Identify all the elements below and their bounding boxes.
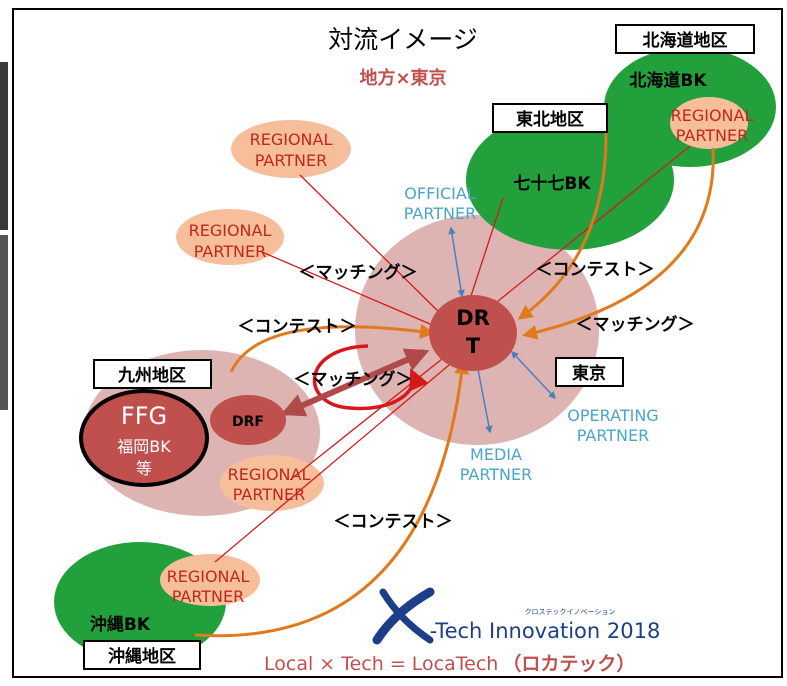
footer-locatech: Local × Tech = LocaTech（ロカテック） [264,652,635,675]
regional-blob-okinawa [160,554,260,606]
region-label-tohoku: 東北地区 [516,109,584,130]
contest-arrow-hokkaido [522,147,715,340]
x-tech-logo [372,587,435,645]
bank-okinawa: 沖縄BK [90,614,151,635]
regional-partner-1-line2: PARTNER [255,151,328,170]
regional-partner-hokkaido-line2: PARTNER [676,126,749,145]
logo-x-stroke-2 [379,588,434,644]
operating-partner-line1: OPERATING [567,406,658,425]
regional-blob-kyushu [220,455,324,511]
logo-name: -Tech Innovation 2018 [430,619,661,643]
regional-blob-hokkaido [670,97,748,149]
region-box-kyushu [93,359,212,389]
cropped-photo-top [0,62,8,230]
tohoku-green-ellipse [466,110,674,250]
drf-label: DRF [232,414,264,430]
bank-hokkaido: 北海道BK [629,70,707,91]
arrow-media-partner [474,362,493,434]
contest-arrow-tohoku [517,109,608,320]
regional-blob-1 [231,120,351,178]
regional-partner-2-line2: PARTNER [194,242,267,261]
regional-partner-kyushu-line1: REGIONAL [228,465,311,484]
region-box-tokyo [555,357,624,387]
line-tohoku-to-drt [467,197,504,304]
bank-tohoku: 七十七BK [513,173,591,194]
arrow-official-partner [448,226,465,298]
drf-circle [210,395,286,445]
media-partner-line2: PARTNER [460,465,533,484]
official-partner-line2: PARTNER [404,204,477,223]
region-label-tokyo: 東京 [572,363,606,384]
operating-partner-line2: PARTNER [577,426,650,445]
contest-arrow-okinawa [194,359,470,638]
region-box-okinawa [83,640,201,670]
matching-label-east: ＜マッチング＞ [576,314,695,335]
regional-partner-okinawa-line1: REGIONAL [167,567,250,586]
regional-blob-2 [176,209,284,265]
regional-partner-1-line1: REGIONAL [250,130,333,149]
cropped-photo-bottom [0,235,8,410]
drt-label-line1: DR [456,306,490,330]
region-label-okinawa: 沖縄地区 [108,646,176,667]
ffg-etc: 等 [136,459,152,478]
diagram-title: 対流イメージ [328,25,478,54]
region-label-hokkaido: 北海道地区 [643,30,728,51]
logo-katakana: クロステックイノベーション [525,608,616,616]
contest-label-east: ＜コンテスト＞ [536,260,655,280]
region-box-tohoku [492,103,608,133]
region-label-kyushu: 九州地区 [117,365,186,386]
contest-arrow-kyushu [229,323,435,373]
region-box-hokkaido [615,24,755,54]
contest-label-west: ＜コンテスト＞ [238,317,357,337]
official-partner-line1: OFFICIAL [404,184,476,203]
media-partner-line1: MEDIA [470,445,522,464]
regional-partner-hokkaido-line1: REGIONAL [671,106,754,125]
arrow-operating-partner [510,350,557,400]
drt-hub-circle [429,295,517,371]
regional-partner-okinawa-line2: PARTNER [172,587,245,606]
diagram-subtitle: 地方×東京 [359,67,446,89]
ffg-bank: 福岡BK [117,437,171,456]
matching-label-kyushu: ＜マッチング＞ [294,369,413,390]
ffg-name: FFG [121,402,167,430]
ffg-circle [79,389,209,487]
line-regional1-to-drt [299,174,447,320]
drt-label-line2: T [466,334,481,358]
line-regional2-to-drt [261,251,439,329]
contest-label-south: ＜コンテスト＞ [334,512,453,532]
regional-partner-2-line1: REGIONAL [189,221,272,240]
regional-partner-kyushu-line2: PARTNER [233,485,306,504]
drt-drf-exchange-arrow [280,348,430,417]
matching-label-center: ＜マッチング＞ [299,262,418,283]
